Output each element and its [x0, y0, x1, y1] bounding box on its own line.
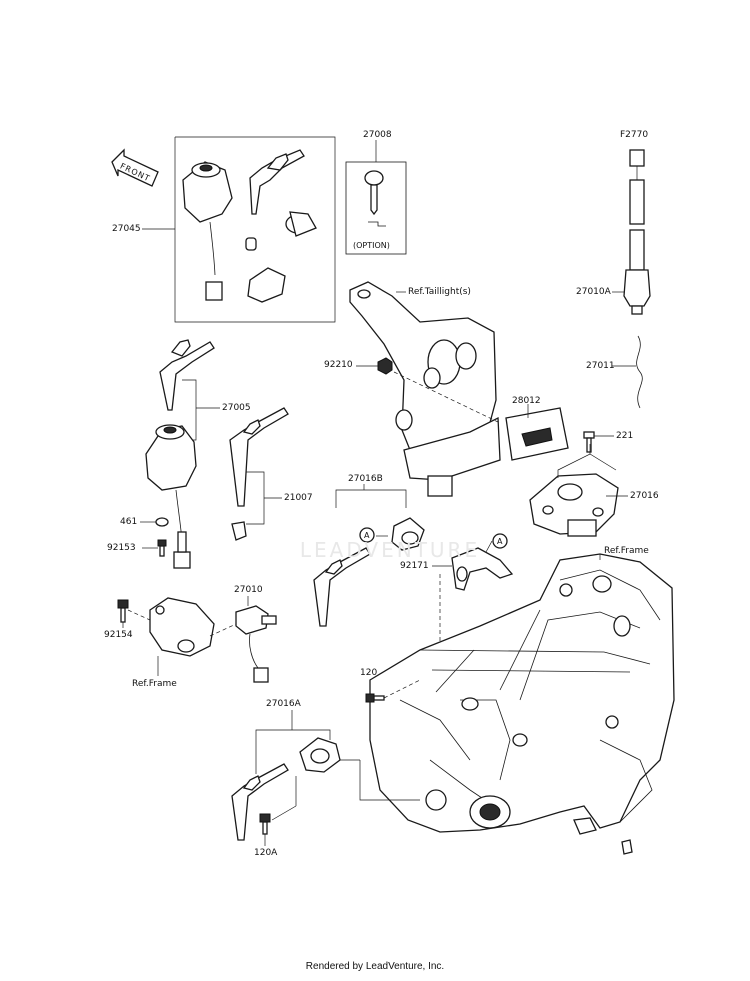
circle-a-2 [492, 533, 508, 549]
bolt-92154 [117, 599, 151, 628]
ref-frame-label-right: Ref.Frame [604, 546, 649, 556]
bolt-92153 [142, 539, 167, 557]
part-21007: 21007 [284, 493, 313, 503]
screw-221 [583, 431, 614, 453]
bracket-ref-frame-left [149, 597, 215, 676]
part-120A: 120A [254, 848, 278, 858]
ref-taillight-label: Ref.Taillight(s) [408, 287, 471, 297]
part-27008: 27008 [363, 130, 392, 140]
key-set-27016B [313, 484, 425, 627]
ignition-switch [145, 424, 197, 569]
front-arrow [111, 148, 159, 187]
part-92154: 92154 [104, 630, 133, 640]
part-27011: 27011 [586, 361, 615, 371]
ignition-switch-set [182, 149, 317, 303]
frame-assembly [369, 553, 675, 855]
washer-461 [140, 517, 169, 527]
ignition-set-frame [142, 136, 336, 323]
footer-credit: Rendered by LeadVenture, Inc. [305, 961, 445, 972]
key-set-27016A [231, 710, 420, 841]
circle-a-label-1: A [364, 531, 370, 540]
part-92171: 92171 [400, 561, 429, 571]
part-92210: 92210 [324, 360, 353, 370]
part-27016B: 27016B [348, 474, 383, 484]
option-label: (OPTION) [353, 241, 390, 250]
ref-frame-label-left: Ref.Frame [132, 679, 177, 689]
brake-switch [612, 149, 651, 315]
part-27005: 27005 [222, 403, 251, 413]
nut-92210 [356, 357, 499, 423]
watermark: LEADVENTURE [299, 538, 481, 562]
part-27010: 27010 [234, 585, 263, 595]
part-28012: 28012 [512, 396, 541, 406]
part-27010A: 27010A [576, 287, 611, 297]
part-92153: 92153 [107, 543, 136, 553]
part-27045: 27045 [112, 224, 141, 234]
spring [612, 335, 643, 409]
holder-27016 [529, 444, 628, 537]
part-27016: 27016 [630, 491, 659, 501]
clamp-92171 [432, 540, 514, 664]
reflector-28012 [505, 404, 569, 461]
circle-a-label-2: A [497, 537, 503, 546]
bolt-120 [365, 679, 421, 703]
part-221: 221 [616, 431, 634, 441]
bolt-120A [259, 813, 271, 846]
part-F2770: F2770 [620, 130, 649, 140]
circle-a-1 [359, 527, 375, 543]
switch-27010 [209, 596, 277, 683]
taillight-bracket [349, 281, 501, 497]
keys-21007 [229, 407, 289, 541]
part-461: 461 [120, 517, 138, 527]
part-27016A: 27016A [266, 699, 301, 709]
option-key-box [345, 140, 407, 255]
part-120: 120 [360, 668, 378, 678]
